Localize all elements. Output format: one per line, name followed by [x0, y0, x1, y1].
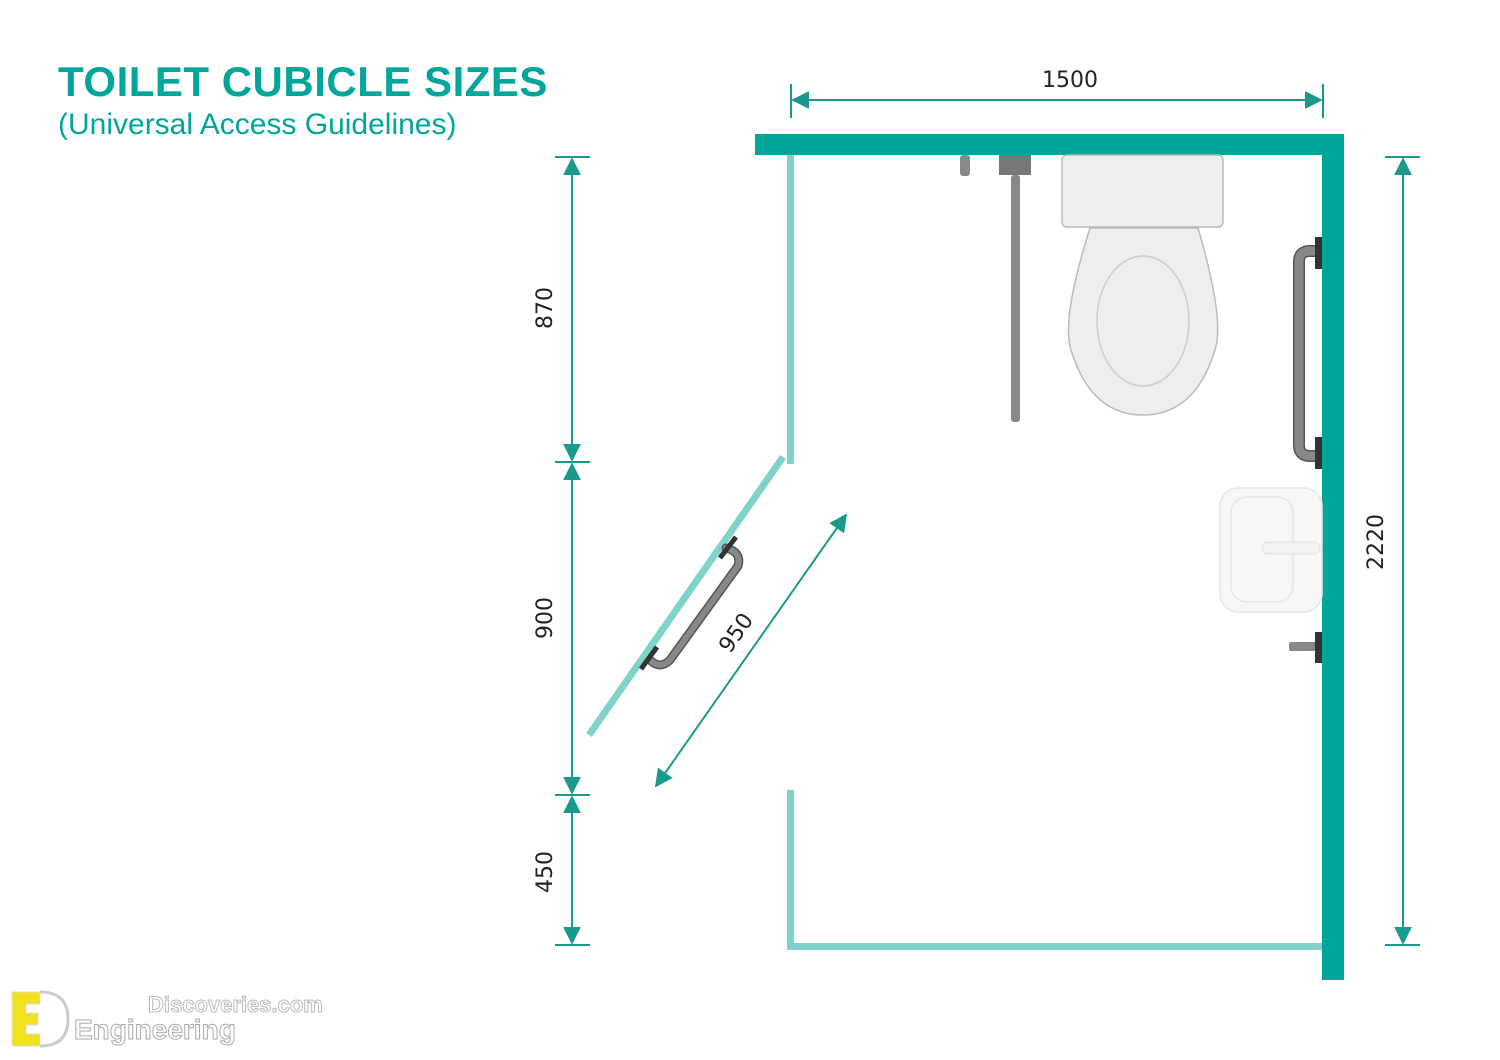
- logo-text-discoveries: Discoveries.com: [148, 992, 324, 1018]
- ed-logo-icon: [11, 990, 70, 1048]
- logo-text-engineering: Engineering: [74, 1014, 237, 1046]
- toilet-cistern: [1061, 154, 1224, 228]
- toilet: [1061, 154, 1224, 416]
- flush-valve: [999, 155, 1031, 175]
- door-opening-label: 900: [533, 597, 558, 639]
- dimension-lines: [555, 84, 1420, 946]
- page-title: TOILET CUBICLE SIZES: [58, 58, 548, 105]
- lower-wall-label: 450: [533, 851, 558, 893]
- toilet-seat: [1096, 255, 1190, 387]
- watermark-logo: Discoveries.com Engineering: [10, 988, 324, 1052]
- left-partition-lower: [787, 790, 794, 950]
- right-wall: [1322, 134, 1344, 980]
- side-grab-rail: [1293, 237, 1322, 469]
- depth-label: 2220: [1364, 514, 1389, 570]
- flush-pipe: [1011, 175, 1020, 422]
- top-wall: [755, 134, 1344, 155]
- toilet-roll-holder: [1289, 632, 1322, 663]
- width-label: 1500: [1042, 68, 1098, 93]
- door-leaf: [586, 454, 786, 738]
- hook: [960, 155, 970, 176]
- upper-wall-label: 870: [533, 287, 558, 329]
- bottom-partition: [787, 943, 1322, 950]
- page-subtitle: (Universal Access Guidelines): [58, 108, 457, 141]
- left-partition-upper: [787, 155, 794, 464]
- door-width-dimension-line: [654, 513, 848, 788]
- basin-tap: [1261, 541, 1321, 555]
- wash-basin: [1219, 487, 1323, 613]
